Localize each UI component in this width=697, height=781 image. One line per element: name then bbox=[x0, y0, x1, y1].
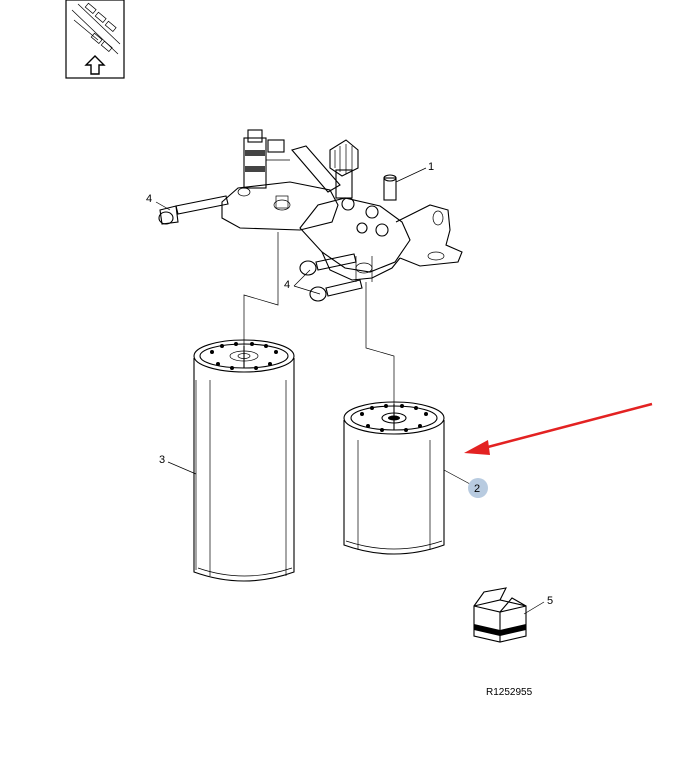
fuel-filter-tall[interactable] bbox=[193, 339, 295, 582]
callout-3[interactable]: 3 bbox=[159, 454, 165, 466]
callout-1[interactable]: 1 bbox=[428, 161, 434, 173]
highlight-badge bbox=[468, 478, 488, 498]
assembly-guide-lines bbox=[243, 232, 395, 420]
fuel-filter-short[interactable] bbox=[343, 401, 445, 555]
callout-4-middle[interactable]: 4 bbox=[284, 279, 290, 291]
parts-kit-box[interactable] bbox=[473, 587, 527, 643]
callout-5[interactable]: 5 bbox=[547, 595, 553, 607]
bolt-middle[interactable] bbox=[299, 253, 357, 276]
leader-lines bbox=[155, 167, 545, 615]
filter-head-assembly[interactable] bbox=[221, 129, 463, 282]
bolt-top[interactable] bbox=[158, 195, 229, 225]
reference-number: R1252955 bbox=[486, 687, 533, 698]
view-direction-thumbnail-icon[interactable] bbox=[65, 0, 125, 79]
bolt-lower[interactable] bbox=[309, 279, 363, 302]
callout-2[interactable]: 2 bbox=[474, 483, 480, 495]
callout-4-top[interactable]: 4 bbox=[146, 193, 152, 205]
red-pointer-arrow bbox=[464, 402, 653, 455]
